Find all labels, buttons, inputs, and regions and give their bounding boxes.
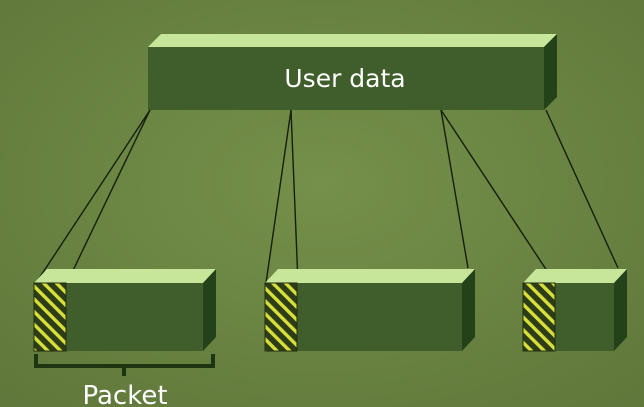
packet-label: Packet	[82, 381, 167, 407]
connector-line	[545, 109, 619, 269]
packet-bracket	[34, 354, 215, 376]
packet-block-top	[523, 269, 627, 283]
connector-line	[290, 109, 299, 284]
user-data-block-top	[148, 34, 557, 47]
packet-payload	[297, 283, 462, 351]
user-data-label: User data	[284, 64, 405, 93]
connector-lines	[35, 109, 619, 284]
connector-line	[265, 109, 292, 284]
packet-block-2	[264, 269, 475, 352]
packet-header	[522, 282, 556, 352]
connector-line	[440, 109, 469, 269]
connector-line	[440, 109, 556, 284]
user-data-block: User data	[148, 34, 557, 110]
packet-payload	[555, 283, 614, 351]
packet-block-3	[522, 269, 627, 352]
packet-header	[264, 282, 298, 352]
packet-block-1	[33, 269, 216, 352]
packet-header	[33, 282, 67, 352]
packet-payload	[66, 283, 203, 351]
packet-block-side	[203, 269, 216, 351]
connector-line	[66, 109, 151, 284]
packet-block-side	[462, 269, 475, 351]
packet-block-top	[34, 269, 216, 283]
connector-line	[35, 109, 151, 284]
packet-block-side	[614, 269, 627, 351]
user-data-block-side	[544, 34, 557, 110]
packet-block-top	[265, 269, 475, 283]
user-data-block-front	[148, 47, 544, 110]
